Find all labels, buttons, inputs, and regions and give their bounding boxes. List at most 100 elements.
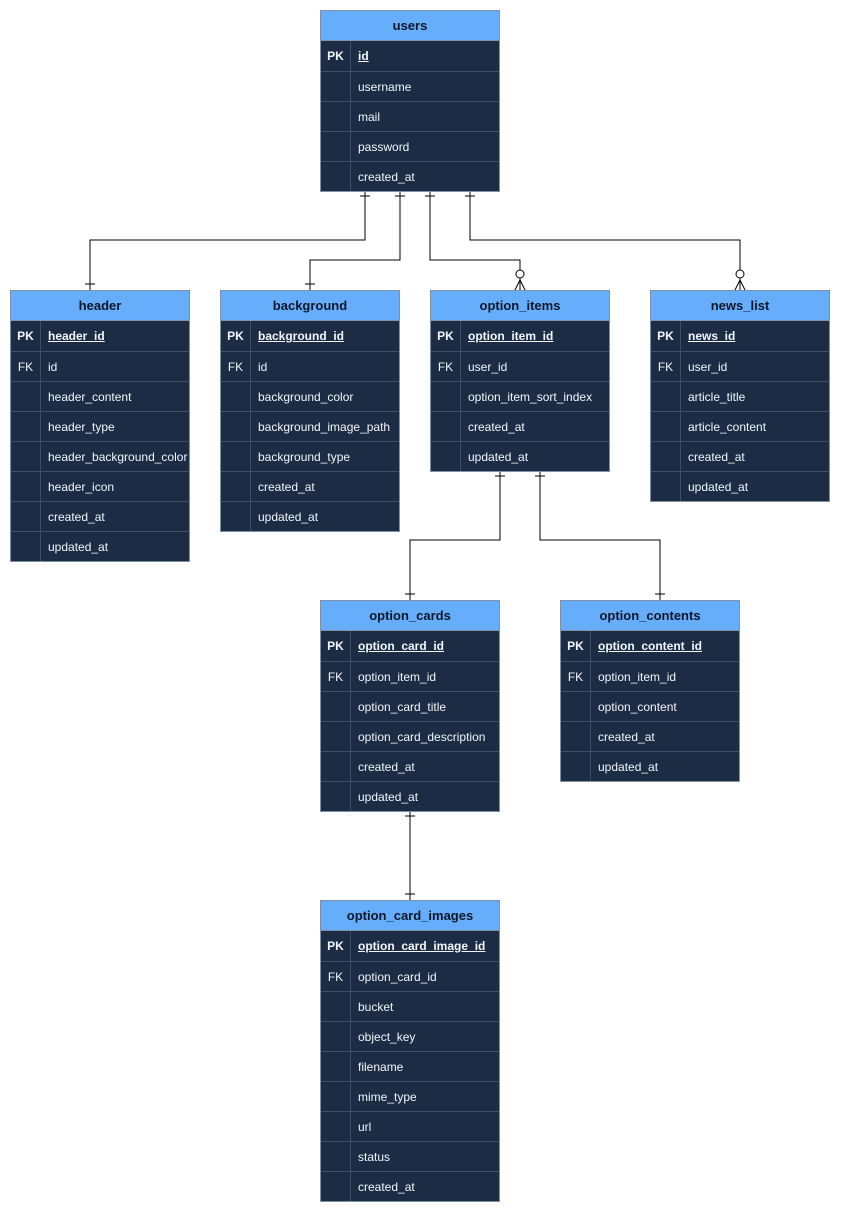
field-row: created_at xyxy=(221,471,399,501)
field-row: option_item_sort_index xyxy=(431,381,609,411)
field-row: updated_at xyxy=(431,441,609,471)
key-cell xyxy=(321,132,351,161)
field-name: user_id xyxy=(688,359,728,374)
field-name: background_id xyxy=(258,329,345,343)
field-row: username xyxy=(321,71,499,101)
fk-marker: FK xyxy=(11,352,41,381)
field-name: created_at xyxy=(358,169,415,184)
connector-line xyxy=(539,470,661,600)
key-cell xyxy=(321,72,351,101)
field-name: filename xyxy=(358,1059,404,1074)
relationship-option-items-to-option-cards xyxy=(405,470,505,600)
field-name: created_at xyxy=(358,1179,415,1194)
field-row: header_icon xyxy=(11,471,189,501)
entity-title: option_card_images xyxy=(321,901,499,931)
field-row: status xyxy=(321,1141,499,1171)
key-cell xyxy=(321,752,351,781)
zero-marker xyxy=(515,269,525,279)
field-name: id xyxy=(258,359,268,374)
field-name: background_color xyxy=(258,389,354,404)
key-cell xyxy=(321,1112,351,1141)
field-name: option_card_title xyxy=(358,699,447,714)
field-name: mail xyxy=(358,109,381,124)
field-name: option_content xyxy=(598,699,677,714)
field-row: FK user_id xyxy=(431,351,609,381)
field-name: updated_at xyxy=(48,539,109,554)
field-name: updated_at xyxy=(688,479,749,494)
key-cell xyxy=(321,1052,351,1081)
field-name: object_key xyxy=(358,1029,416,1044)
field-row: PK background_id xyxy=(221,321,399,351)
key-cell xyxy=(431,442,461,471)
field-name: url xyxy=(358,1119,372,1134)
field-row: header_type xyxy=(11,411,189,441)
field-row: created_at xyxy=(651,441,829,471)
key-cell xyxy=(651,442,681,471)
key-cell xyxy=(11,382,41,411)
crows-foot-marker xyxy=(734,279,746,291)
field-row: bucket xyxy=(321,991,499,1021)
field-name: created_at xyxy=(688,449,745,464)
field-name: user_id xyxy=(468,359,508,374)
fk-marker: FK xyxy=(321,962,351,991)
relationship-users-to-background xyxy=(305,190,405,290)
key-cell xyxy=(11,442,41,471)
connector-line xyxy=(89,190,366,290)
entity-title: option_cards xyxy=(321,601,499,631)
field-name: created_at xyxy=(468,419,525,434)
field-name: article_title xyxy=(688,389,746,404)
field-name: news_id xyxy=(688,329,736,343)
pk-marker: PK xyxy=(11,321,41,351)
key-cell xyxy=(561,692,591,721)
relationship-users-to-header xyxy=(85,190,370,290)
field-row: created_at xyxy=(11,501,189,531)
field-name: option_card_id xyxy=(358,639,445,653)
field-row: created_at xyxy=(321,1171,499,1201)
key-cell xyxy=(431,412,461,441)
field-name: header_icon xyxy=(48,479,115,494)
fk-marker: FK xyxy=(321,662,351,691)
field-name: header_content xyxy=(48,389,132,404)
relationship-users-to-news-list xyxy=(465,190,746,291)
field-name: id xyxy=(48,359,58,374)
field-row: FK id xyxy=(11,351,189,381)
key-cell xyxy=(321,1142,351,1171)
field-name: option_card_description xyxy=(358,729,486,744)
pk-marker: PK xyxy=(221,321,251,351)
entity-title: news_list xyxy=(651,291,829,321)
field-name: created_at xyxy=(598,729,655,744)
field-row: background_type xyxy=(221,441,399,471)
field-row: header_background_color xyxy=(11,441,189,471)
relationship-option-cards-to-option-card-images xyxy=(405,810,415,900)
field-row: background_color xyxy=(221,381,399,411)
field-name: updated_at xyxy=(358,789,419,804)
pk-marker: PK xyxy=(651,321,681,351)
entity-title: background xyxy=(221,291,399,321)
field-name: option_card_image_id xyxy=(358,939,486,953)
fk-marker: FK xyxy=(431,352,461,381)
key-cell xyxy=(431,382,461,411)
field-row: article_content xyxy=(651,411,829,441)
field-name: article_content xyxy=(688,419,767,434)
field-name: mime_type xyxy=(358,1089,417,1104)
